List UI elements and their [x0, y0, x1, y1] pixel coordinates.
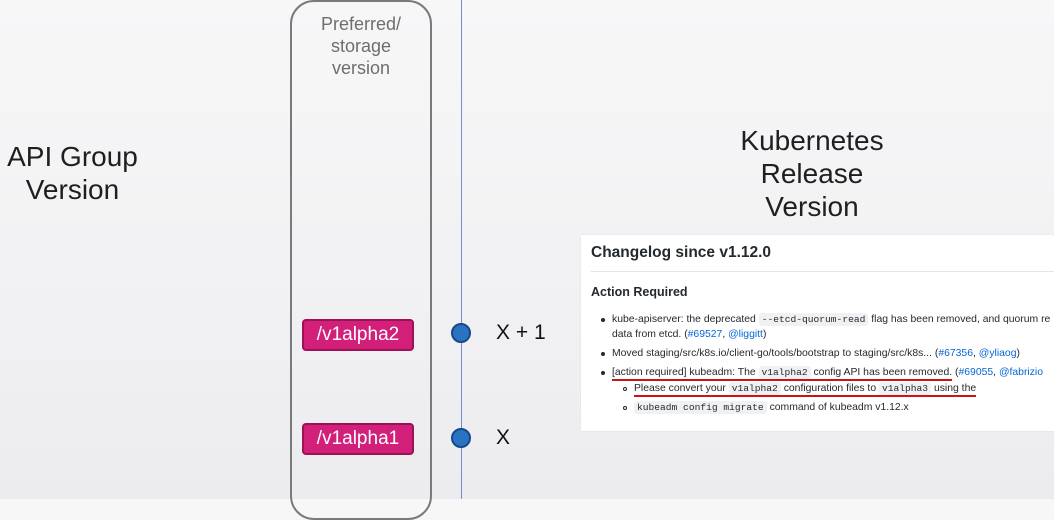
storage-header-line2: storage	[330, 36, 392, 56]
item3-suffix: config API has been removed.	[813, 367, 953, 378]
api-group-label-line1: API Group	[7, 141, 138, 172]
changelog-divider	[591, 271, 1054, 272]
changelog-subitem-2: kubeadm config migrate command of kubead…	[634, 400, 909, 415]
release-label-x-plus-1: X + 1	[496, 321, 546, 344]
item2-text: Moved staging/src/k8s.io/client-go/tools…	[612, 348, 939, 359]
changelog-subitem-1: Please convert your v1alpha2 configurati…	[634, 381, 977, 397]
bullet-icon	[601, 318, 605, 322]
item3-author-link[interactable]: @fabrizio	[998, 367, 1043, 378]
changelog-panel: Changelog since v1.12.0 Action Required …	[581, 235, 1054, 431]
k8s-label-line1: Kubernetes	[740, 125, 884, 156]
item1-sep: ,	[722, 329, 729, 340]
sub-bullet-icon	[623, 387, 627, 391]
item3-code: v1alpha2	[758, 366, 811, 379]
sub1-suffix: using the	[933, 383, 977, 394]
item1-prefix: kube-apiserver: the deprecated	[612, 314, 756, 325]
item2-close: )	[1016, 348, 1020, 359]
item2-author-link[interactable]: @yliaog	[978, 348, 1017, 359]
item1-suffix: flag has been removed, and quorum re	[871, 314, 1051, 325]
sub2-code: kubeadm config migrate	[634, 401, 767, 414]
changelog-item-2: Moved staging/src/k8s.io/client-go/tools…	[612, 346, 1020, 361]
item1-code: --etcd-quorum-read	[758, 313, 869, 326]
k8s-label-line3: Version	[765, 191, 859, 222]
item3-underlined: [action required] kubeadm: The v1alpha2 …	[612, 366, 953, 381]
sub1-code2: v1alpha3	[879, 382, 932, 395]
item1-author-link[interactable]: @liggitt	[728, 329, 763, 340]
sub1-underlined: Please convert your v1alpha2 configurati…	[634, 382, 977, 397]
changelog-item-1-line-2: data from etcd. (#69527, @liggitt)	[612, 327, 766, 342]
bullet-icon	[601, 352, 605, 356]
api-group-version-label: API Group Version	[0, 140, 145, 206]
kubernetes-release-version-label: Kubernetes Release Version	[720, 124, 904, 223]
item1-line2: data from etcd. (	[612, 329, 688, 340]
item3-open: (	[952, 367, 959, 378]
release-label-x: X	[496, 426, 511, 449]
api-group-label-line2: Version	[25, 174, 120, 205]
storage-header-line3: version	[331, 58, 391, 78]
item3-sep: ,	[993, 367, 999, 378]
storage-version-header: Preferred/ storage version	[290, 13, 432, 79]
sub2-suffix: command of kubeadm v1.12.x	[769, 402, 909, 413]
item3-prefix: [action required] kubeadm: The	[612, 367, 756, 378]
timeline-dot-x	[451, 428, 471, 448]
item2-sep: ,	[973, 348, 979, 359]
sub-bullet-icon	[623, 406, 627, 410]
version-badge-v1alpha2: /v1alpha2	[302, 319, 414, 351]
item3-pr-link[interactable]: #69055	[958, 367, 994, 378]
sub1-prefix: Please convert your	[634, 383, 726, 394]
changelog-item-1-line-1: kube-apiserver: the deprecated --etcd-qu…	[612, 312, 1050, 327]
storage-header-line1: Preferred/	[320, 14, 402, 34]
timeline-dot-x-plus-1	[451, 323, 471, 343]
item1-pr-link[interactable]: #69527	[687, 329, 723, 340]
k8s-label-line2: Release	[760, 158, 864, 189]
changelog-subtitle: Action Required	[591, 285, 688, 299]
changelog-title: Changelog since v1.12.0	[591, 244, 772, 261]
sub1-mid: configuration files to	[783, 383, 877, 394]
sub1-code1: v1alpha2	[728, 382, 781, 395]
version-badge-v1alpha1: /v1alpha1	[302, 423, 414, 455]
release-timeline-line	[461, 0, 462, 499]
bullet-icon	[601, 371, 605, 375]
changelog-item-3: [action required] kubeadm: The v1alpha2 …	[612, 365, 1043, 381]
item2-pr-link[interactable]: #67356	[938, 348, 973, 359]
item1-close: )	[762, 329, 767, 340]
